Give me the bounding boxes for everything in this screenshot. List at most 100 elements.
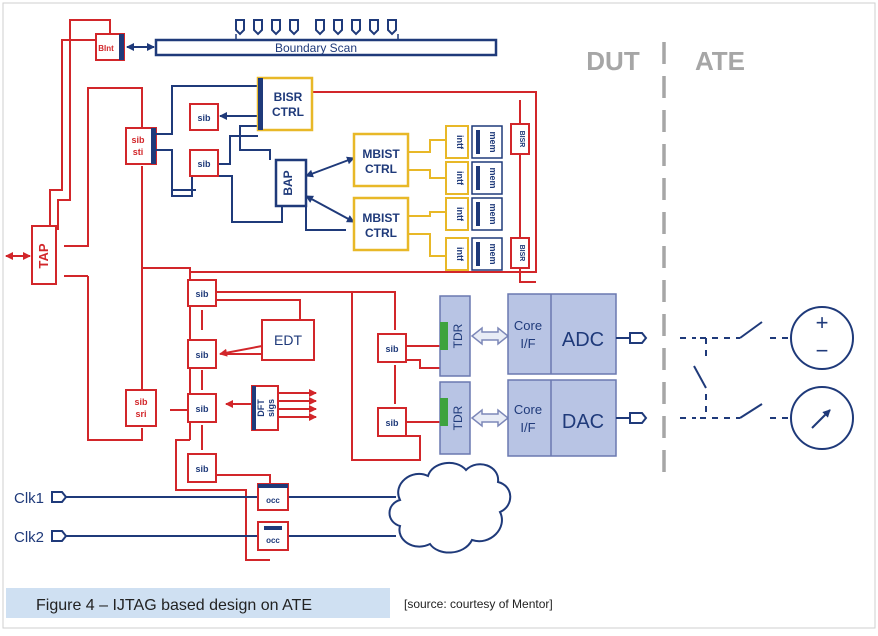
core-adc-block: Core I/F ADC (507, 293, 617, 375)
tdr-block-dac: TDR (439, 381, 471, 455)
sib-block-lower-1: sib (187, 279, 217, 307)
clk2-label: Clk2 (14, 529, 44, 546)
sib-block-middle: sib (189, 149, 219, 177)
dft-sigs-block: DFT sigs (251, 385, 279, 431)
memory-row-2: intf mem (445, 161, 503, 195)
sib-block-dac: sib (377, 407, 407, 437)
intf-label: intf (455, 207, 465, 222)
bisr-bottom-label: BISR (518, 245, 525, 262)
clk-pins (51, 491, 68, 542)
core-adc-label-1: Core (514, 318, 542, 333)
svg-text:sib: sib (195, 289, 209, 299)
dft-outputs (278, 389, 317, 421)
sib-block-lower-2: sib (187, 339, 217, 369)
dft-label-1: DFT (256, 399, 266, 417)
sib-upper-label: sib (197, 113, 211, 123)
mbist2-label-2: CTRL (365, 226, 397, 240)
ate-label: ATE (695, 46, 745, 76)
mbist-network-lines (156, 85, 355, 231)
mem-label: mem (488, 131, 498, 152)
bisr-ctrl-label-2: CTRL (272, 105, 304, 119)
sib-sri-label-1: sib (134, 397, 148, 407)
bisr-block-bottom: BISR (510, 237, 530, 269)
mem-label: mem (488, 243, 498, 264)
intf-label: intf (455, 247, 465, 262)
core-dac-block: Core I/F DAC (507, 379, 617, 457)
ijtag-network-lines (49, 19, 537, 561)
sib-sti-block: sib sti (125, 127, 157, 165)
svg-text:sib: sib (195, 464, 209, 474)
svg-text:sib: sib (195, 350, 209, 360)
tap-block: TAP (31, 225, 57, 285)
clk1-label: Clk1 (14, 490, 44, 507)
dft-label-2: sigs (266, 399, 276, 417)
meter-icon (790, 386, 854, 450)
intf-label: intf (455, 171, 465, 186)
tdr-core-arrows (470, 326, 510, 428)
mbist-ctrl-block-2: MBIST CTRL (352, 196, 410, 252)
boundary-scan-chain: Boundary Scan (154, 19, 498, 57)
core-adc-label-2: I/F (520, 336, 535, 351)
memory-row-1: intf mem (445, 125, 503, 159)
bap-label: BAP (281, 170, 295, 195)
mbist-ctrl-block-1: MBIST CTRL (352, 132, 410, 188)
svg-text:sib: sib (385, 418, 399, 428)
ate-wiring (680, 321, 790, 419)
figure-caption: Figure 4 – IJTAG based design on ATE (36, 597, 312, 614)
plus-label: + (816, 310, 829, 335)
bisr-top-label: BISR (518, 131, 525, 148)
bisr-block-top: BISR (510, 123, 530, 155)
occ-block-1: occ (257, 483, 289, 511)
mbist1-label-2: CTRL (365, 162, 397, 176)
bap-block: BAP (274, 158, 308, 208)
core-dac-label-2: I/F (520, 420, 535, 435)
tdr-block-adc: TDR (439, 295, 471, 377)
voltage-source-icon: + − (790, 306, 854, 370)
core-dac-label-1: Core (514, 402, 542, 417)
occ2-label: occ (266, 536, 280, 545)
memory-row-3: intf mem (445, 197, 503, 231)
sib-sri-block: sib sri (125, 389, 157, 427)
occ-block-2: occ (257, 521, 289, 551)
bisr-ctrl-block: BISR CTRL (256, 76, 314, 132)
memory-row-4: intf mem (445, 237, 503, 271)
svg-text:sib: sib (195, 404, 209, 414)
caption-band (6, 588, 390, 618)
bisr-ctrl-label-1: BISR (274, 90, 303, 104)
mbist2-label-1: MBIST (362, 211, 400, 225)
mbist1-label-1: MBIST (362, 147, 400, 161)
mem-label: mem (488, 167, 498, 188)
sib-middle-label: sib (197, 159, 211, 169)
edt-block: EDT (261, 319, 315, 361)
sib-sti-label-2: sti (133, 147, 144, 157)
dut-label: DUT (586, 46, 640, 76)
tdr-dac-label: TDR (451, 405, 465, 430)
sib-block-adc: sib (377, 333, 407, 363)
occ1-label: occ (266, 496, 280, 505)
mbist-to-intf-lines (408, 139, 446, 257)
adc-label: ADC (562, 329, 604, 351)
analog-pins (616, 332, 648, 424)
edt-label: EDT (274, 332, 302, 348)
sib-sri-label-2: sri (135, 409, 146, 419)
logic-cloud-icon (388, 461, 512, 554)
bint-box: BInt (95, 33, 125, 61)
svg-text:sib: sib (385, 344, 399, 354)
mem-label: mem (488, 203, 498, 224)
boundary-scan-label: Boundary Scan (275, 41, 357, 55)
figure-source: [source: courtesy of Mentor] (404, 597, 553, 611)
sib-block-lower-3: sib (187, 393, 217, 423)
intf-label: intf (455, 135, 465, 150)
sib-sti-label-1: sib (131, 135, 145, 145)
clock-lines (64, 496, 396, 537)
dac-label: DAC (562, 411, 604, 433)
sib-block-upper: sib (189, 103, 219, 131)
sib-block-lower-4: sib (187, 453, 217, 483)
tap-label: TAP (36, 243, 51, 268)
bint-label: BInt (98, 44, 114, 53)
minus-label: − (816, 338, 829, 363)
tdr-adc-label: TDR (451, 323, 465, 348)
